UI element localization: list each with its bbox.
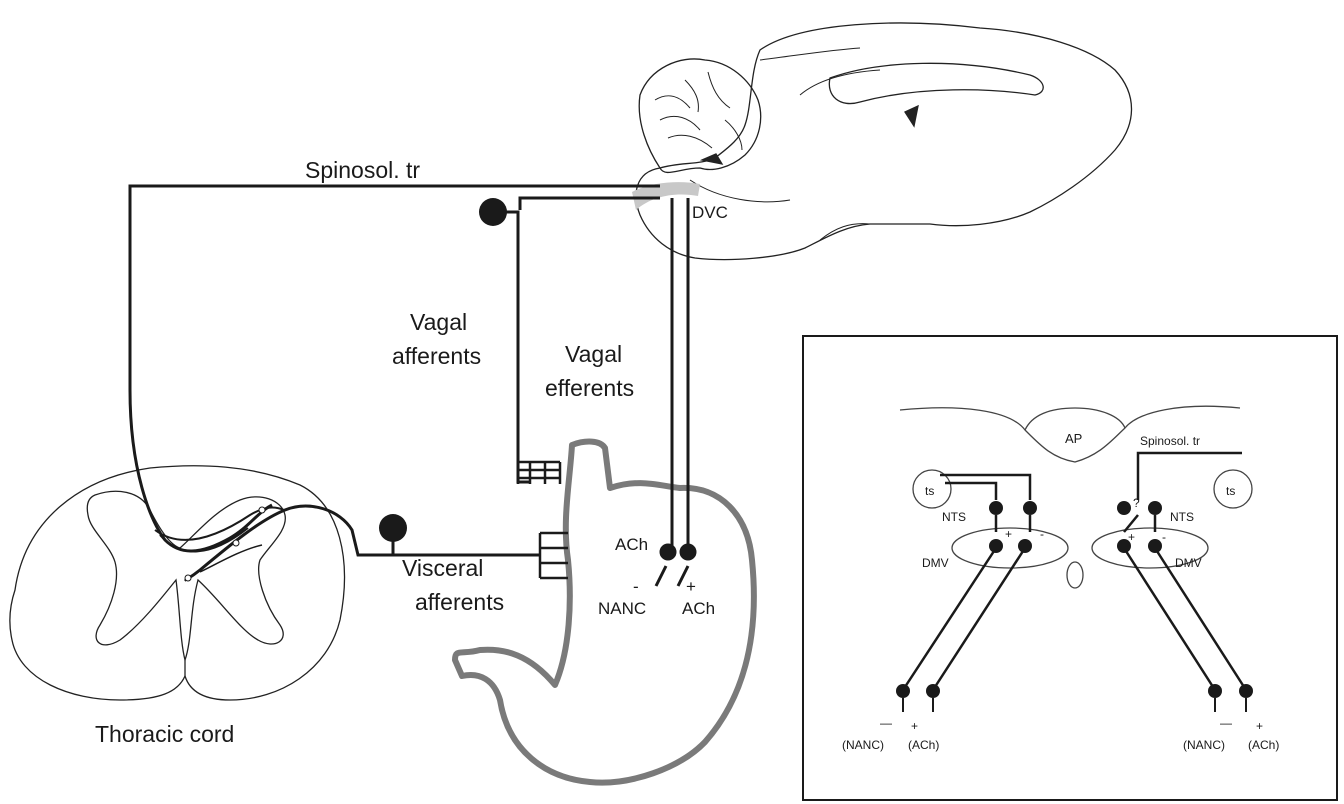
question-mark: ? <box>1133 496 1140 510</box>
inset-right-minus-sign: — <box>1220 716 1232 730</box>
vagal-afferent-branch <box>493 212 530 482</box>
inner-fold <box>760 48 880 95</box>
inset-left-plus: + <box>1005 527 1012 541</box>
cerebellum-folia <box>655 72 742 150</box>
small-node-2 <box>233 540 239 546</box>
brain-outline <box>636 23 1131 260</box>
inset-nanc-right: (NANC) <box>1183 738 1225 752</box>
cord-outline <box>10 466 345 700</box>
ach-bottom-label: ACh <box>682 599 715 618</box>
dmv-left-label: DMV <box>922 556 949 570</box>
visceral-afferents-label-2: afferents <box>415 589 504 615</box>
visceral-afferents-label-1: Visceral <box>402 555 483 581</box>
inset-panel: AP ts ts <box>803 336 1337 800</box>
ach-top-label: ACh <box>615 535 648 554</box>
inset-ach-right: (ACh) <box>1248 738 1279 752</box>
ts-right-label: ts <box>1226 484 1235 498</box>
vagal-efferents-label-2: efferents <box>545 375 634 401</box>
thoracic-cord-label: Thoracic cord <box>95 721 234 747</box>
inset-nanc-left: (NANC) <box>842 738 884 752</box>
inset-left-minus: - <box>1040 527 1044 541</box>
ap-label: AP <box>1065 431 1082 446</box>
inset-ach-left: (ACh) <box>908 738 939 752</box>
dmv-right-label: DMV <box>1175 556 1202 570</box>
vagal-afferents-label-2: afferents <box>392 343 481 369</box>
inset-left-plus-sign: + <box>911 719 918 733</box>
small-node-1 <box>259 507 265 513</box>
small-node-3 <box>185 575 191 581</box>
spinal-cord-illustration <box>10 466 345 700</box>
ts-left-label: ts <box>925 484 934 498</box>
inset-left-minus-sign: — <box>880 716 892 730</box>
nts-right-label: NTS <box>1170 510 1194 524</box>
nanc-label: NANC <box>598 599 646 618</box>
inset-right-plus-sign: + <box>1256 719 1263 733</box>
vagal-afferents-label-1: Vagal <box>410 309 467 335</box>
vagal-afferent-soma <box>479 198 507 226</box>
ventricle-mark <box>905 106 918 126</box>
inset-right-plus: + <box>1128 530 1135 544</box>
dvc-label: DVC <box>692 203 728 222</box>
vagal-efferents-label-1: Vagal <box>565 341 622 367</box>
corpus-callosum <box>829 63 1043 103</box>
spinosol-tract-label: Spinosol. tr <box>305 157 420 183</box>
plus-sign: + <box>686 577 696 596</box>
cerebellum <box>639 59 760 172</box>
inset-right-minus: - <box>1162 530 1166 544</box>
inset-spinosol-label: Spinosol. tr <box>1140 434 1200 448</box>
visceral-afferent-soma <box>379 514 407 542</box>
nts-left-label: NTS <box>942 510 966 524</box>
brain-illustration <box>636 23 1131 260</box>
minus-sign: - <box>633 577 639 596</box>
